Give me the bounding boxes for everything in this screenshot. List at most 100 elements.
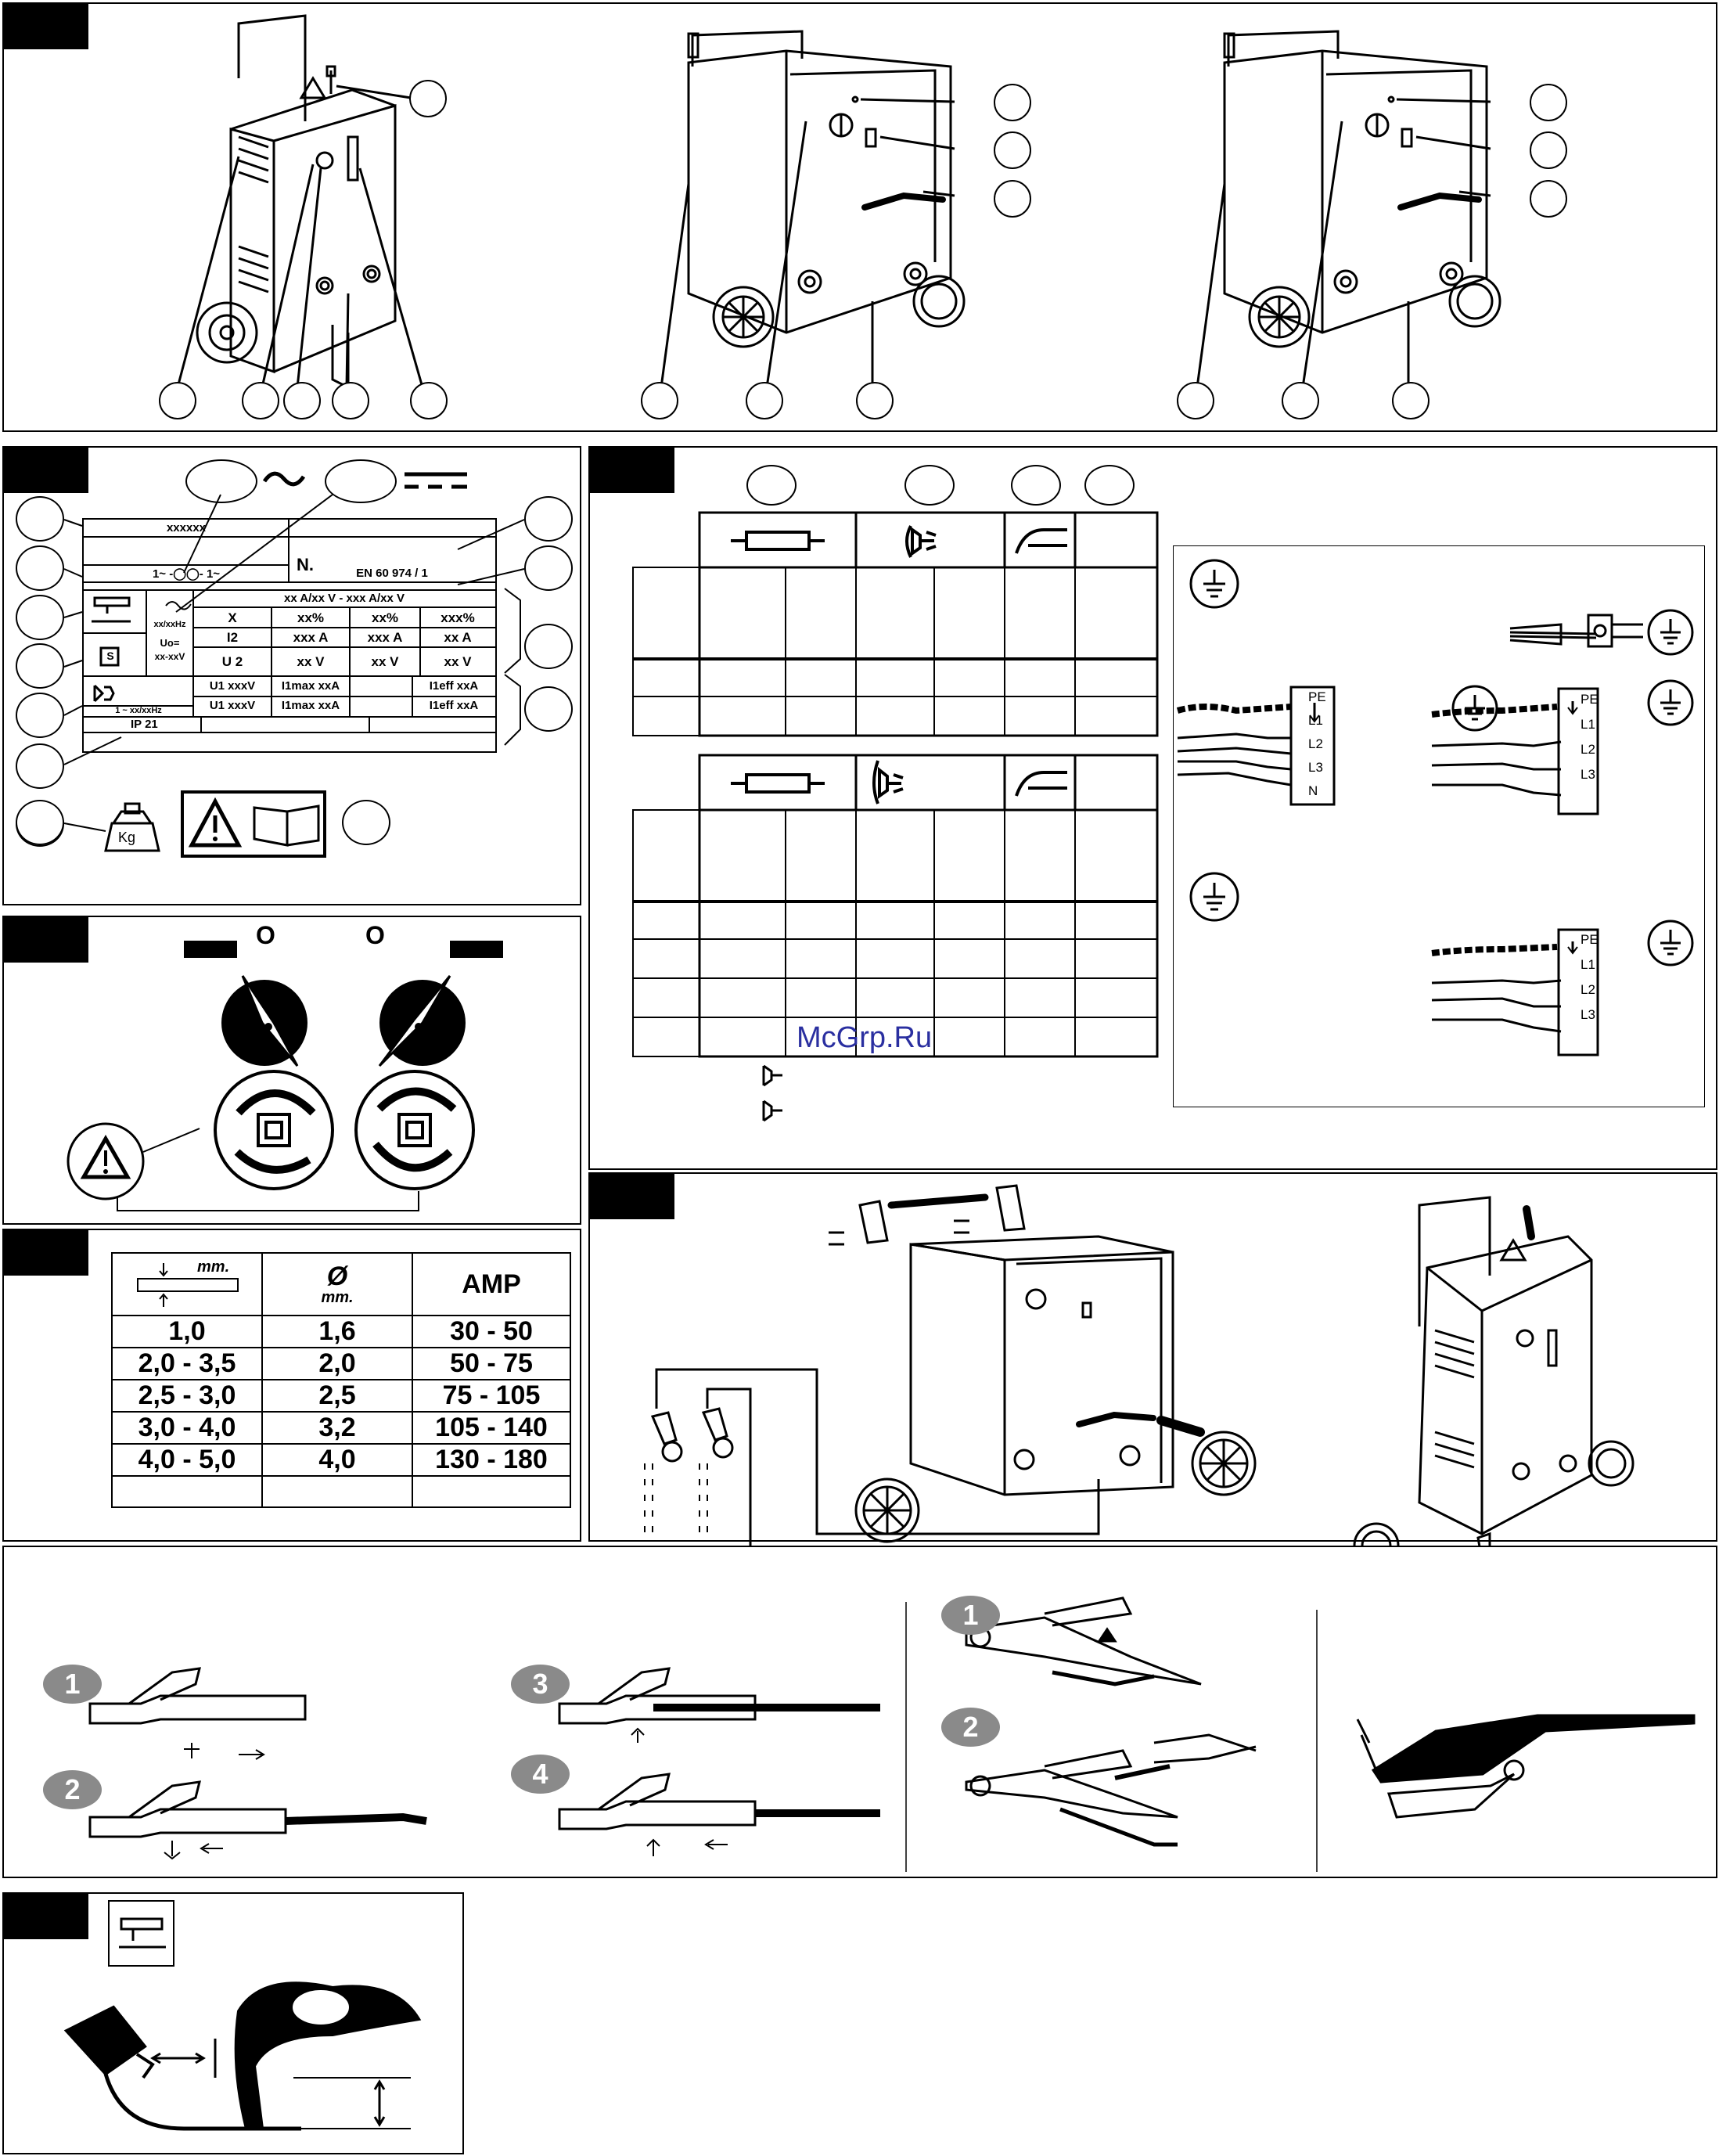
- plate-x-1: xx%: [297, 610, 325, 625]
- plate-i1max-a: I1max xxA: [281, 679, 340, 693]
- plate-x-2: xx%: [371, 610, 399, 625]
- table-cell: 30 - 50: [412, 1315, 571, 1348]
- table-cell: 3,0 - 4,0: [111, 1411, 263, 1445]
- plate-grid: [84, 520, 495, 733]
- terminal-pe: PE: [1581, 932, 1599, 947]
- weld-process-icon: [108, 1900, 174, 1967]
- plate-standard: EN 60 974 / 1: [356, 567, 428, 580]
- plate-leaders: [63, 494, 525, 858]
- plate-x-label: X: [228, 610, 237, 625]
- callout-circle: [16, 743, 64, 789]
- callout-circle: [994, 131, 1031, 169]
- weight-kg-label: Kg: [118, 830, 136, 845]
- plate-i2-3: xx A: [444, 630, 472, 645]
- terminal-l1: L1: [1308, 713, 1323, 728]
- callout-circle: [994, 84, 1031, 121]
- plate-i1max-b: I1max xxA: [281, 699, 340, 712]
- mains-connection-panel: McGrp.Ru: [588, 446, 1717, 1170]
- callout-circle: [1011, 465, 1061, 506]
- kg-leader: [63, 822, 106, 832]
- section-tab: [4, 1894, 88, 1939]
- callout-circle: [410, 382, 448, 419]
- amp-header: AMP: [412, 1252, 571, 1316]
- machine-cart-illustration: [176, 14, 424, 390]
- section-tab: [4, 4, 88, 49]
- callout-circle: [1282, 382, 1319, 419]
- table-cell: [412, 1475, 571, 1508]
- welder-posture-illustration: [63, 1981, 422, 2131]
- wheel-assembly-illustration: [644, 1184, 1634, 1595]
- callout-circle: [524, 686, 573, 732]
- cable-connection-panel: 1 2 3 4 1 2: [2, 1546, 1717, 1878]
- table-cell: 1,6: [261, 1315, 413, 1348]
- electrode-icon: [119, 1917, 166, 1949]
- callout-circle: [1530, 180, 1567, 218]
- callout-circle: [524, 624, 573, 669]
- callout-circle: [1392, 382, 1430, 419]
- ac-symbol: [262, 471, 306, 487]
- callout-circle: [856, 382, 894, 419]
- table-cell: 4,0: [261, 1443, 413, 1477]
- diameter-unit: mm.: [321, 1289, 354, 1306]
- section-tab: [4, 1230, 88, 1276]
- callout-circle: [16, 693, 64, 738]
- callout-circle: [16, 595, 64, 640]
- callout-circle: [16, 643, 64, 689]
- table-cell: 2,5 - 3,0: [111, 1379, 263, 1413]
- welding-technique-panel: [2, 1892, 464, 2154]
- callout-circle: [159, 382, 196, 419]
- table-cell: 130 - 180: [412, 1443, 571, 1477]
- diameter-symbol: Ø: [326, 1262, 348, 1291]
- table-cell: 50 - 75: [412, 1347, 571, 1380]
- ground-icons: [1176, 559, 1694, 1056]
- step-badge: 2: [941, 1708, 1000, 1747]
- machine-overview-panel: [2, 2, 1717, 432]
- callout-circle: [283, 382, 321, 419]
- plate-u2-2: xx V: [371, 654, 399, 669]
- terminal-l3: L3: [1581, 767, 1595, 782]
- section-tab: [590, 1174, 674, 1219]
- callout-circle: [242, 382, 279, 419]
- terminal-pe: PE: [1581, 692, 1599, 707]
- machine-box-illustration-b: [1196, 30, 1501, 388]
- table-cell: 105 - 140: [412, 1411, 571, 1445]
- switch-tab-right: [450, 941, 503, 958]
- terminal-l2: L2: [1581, 742, 1595, 757]
- plate-i2-2: xxx A: [367, 630, 403, 645]
- table-cell: 2,5: [261, 1379, 413, 1413]
- callout-circle: [325, 459, 397, 503]
- plate-number-label: N.: [297, 555, 314, 574]
- thickness-unit: mm.: [197, 1258, 230, 1276]
- callout-circle: [1530, 131, 1567, 169]
- table-cell: 2,0 - 3,5: [111, 1347, 263, 1380]
- terminal-l1: L1: [1581, 957, 1595, 972]
- wiring-subpanel: PE L1 L2 L3 N PE L1 L2 L3 PE L1 L2 L3: [1173, 545, 1705, 1107]
- watermark-text: McGrp.Ru: [797, 1021, 933, 1054]
- fuse-table-upper: [632, 511, 1159, 737]
- table-cell: 4,0 - 5,0: [111, 1443, 263, 1477]
- callout-circle: [409, 80, 447, 117]
- plate-supply-spec: 1 ~ xx/xxHz: [115, 706, 162, 715]
- table-cell: 75 - 105: [412, 1379, 571, 1413]
- rating-plate-panel: xxxxxx N. 1~ -◯◯- 1~ EN 60 974 / 1 xx A/…: [2, 446, 581, 905]
- plate-u2-3: xx V: [444, 654, 472, 669]
- plate-s-symbol: S: [106, 650, 114, 662]
- terminal-l3: L3: [1581, 1007, 1595, 1022]
- step-badge: 1: [43, 1665, 102, 1704]
- section-tab: [4, 917, 88, 963]
- callout-circle: [16, 545, 64, 591]
- switch-tab-left: [184, 941, 237, 958]
- plate-i1eff-a: I1eff xxA: [429, 679, 479, 693]
- table-cell: [111, 1475, 263, 1508]
- plate-x-3: xxx%: [441, 610, 475, 625]
- holder-steps-illustration: [88, 1596, 1696, 1872]
- plate-ip-rating: IP 21: [131, 718, 158, 731]
- callout-circle: [746, 465, 797, 506]
- rotary-switch-illustrations: [67, 975, 475, 1211]
- plate-model: xxxxxx: [166, 521, 207, 535]
- plate-u0-label: Uo=: [160, 637, 180, 649]
- callout-circle: [16, 496, 64, 542]
- plate-i1eff-b: I1eff xxA: [429, 699, 479, 712]
- fuse-table-lower: [632, 754, 1159, 1122]
